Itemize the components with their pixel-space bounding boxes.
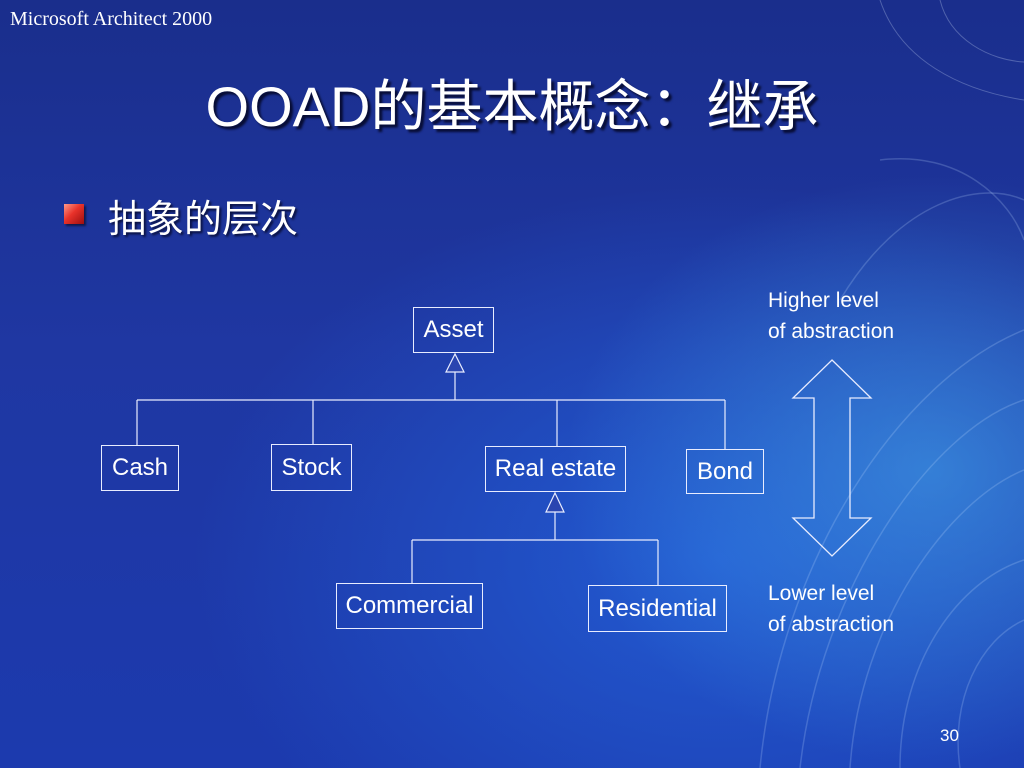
slide-number: 30 <box>940 726 959 745</box>
node-residential: Residential <box>588 585 727 632</box>
inheritance-arrow-icon <box>545 491 565 513</box>
higher-abstraction-label: Higher level of abstraction <box>768 285 894 347</box>
lower-label-line1: Lower level <box>768 582 875 605</box>
slide-title: OOAD的基本概念：继承 <box>205 75 819 138</box>
higher-label-line1: Higher level <box>768 289 879 312</box>
node-bond: Bond <box>686 449 764 494</box>
higher-label-line2: of abstraction <box>768 320 895 343</box>
abstraction-double-arrow-icon <box>791 359 873 557</box>
lower-label-line2: of abstraction <box>768 613 895 636</box>
bullet-square-icon <box>64 204 84 224</box>
bullet-text: 抽象的层次 <box>108 197 299 241</box>
lower-abstraction-label: Lower level of abstraction <box>768 578 894 640</box>
node-stock: Stock <box>271 444 352 491</box>
node-asset: Asset <box>413 307 494 353</box>
node-commercial: Commercial <box>336 583 483 629</box>
app-title: Microsoft Architect 2000 <box>10 8 213 30</box>
inheritance-arrow-icon <box>445 352 465 373</box>
node-cash: Cash <box>101 445 179 491</box>
node-real-estate: Real estate <box>485 446 626 492</box>
